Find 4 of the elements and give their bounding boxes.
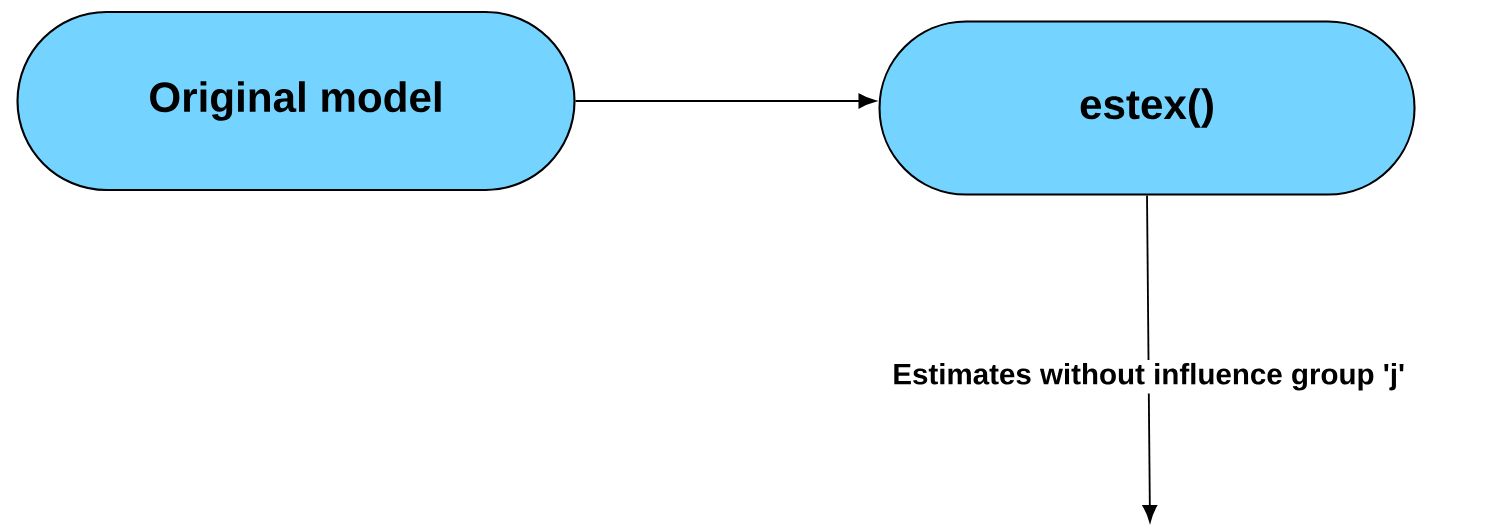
arrow — [574, 93, 876, 109]
process-box: estex() — [878, 20, 1416, 196]
process-box: Original model — [16, 10, 576, 192]
edge-label: Estimates without influence group 'j' — [889, 360, 1408, 394]
